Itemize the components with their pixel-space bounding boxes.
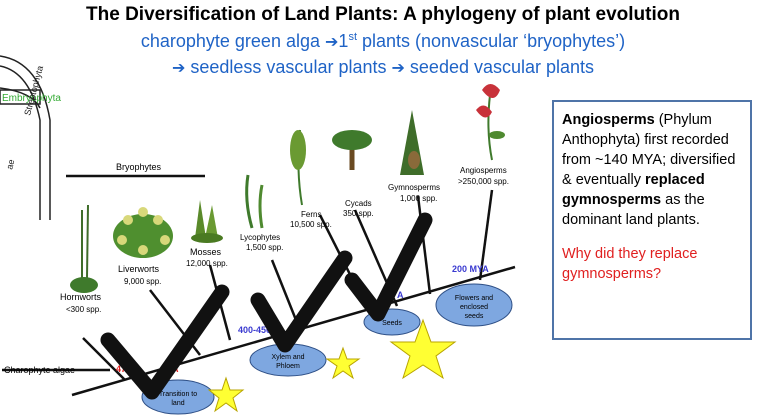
gymnosperms-spp: 1,000 spp. [400,194,437,203]
mosses-label: Mosses [190,247,222,257]
subtitle-line-2: ➔ seedless vascular plants ➔ seeded vasc… [0,57,766,78]
checkmark-icon [100,284,230,400]
ferns-label: Ferns [301,210,321,219]
subtitle-first: 1 [338,31,349,51]
info-question: Why did they replace gymnosperms? [562,246,698,282]
angiosperms-label: Angiosperms [460,166,507,175]
liverwort-icon [113,207,173,258]
age-400-label: 400-450 [238,325,271,335]
checkmark-icon [344,212,433,322]
seeds-label: Seeds [382,320,402,327]
star-icon [325,346,361,380]
arrow-right-icon: ➔ [325,34,339,51]
lycophyte-icon [245,174,264,229]
cycads-label: Cycads [345,199,372,208]
page-title: The Diversification of Land Plants: A ph… [86,4,680,25]
hornworts-spp: <300 spp. [66,305,101,314]
angiosperms-spp: >250,000 spp. [458,177,509,186]
mosses-spp: 12,000 spp. [186,259,228,268]
subtitle-nonvascular: plants (nonvascular ‘bryophytes’) [357,31,626,51]
flowers-line-1: Flowers and [455,295,493,302]
charophyte-label: Charophyte algae [4,365,75,375]
age-seeds-label: A [397,290,404,300]
subtitle-charophyte: charophyte green alga [140,31,320,51]
info-line-rest: (Phylum Anthophyta) first recorded from … [562,112,736,188]
gymnosperms-label: Gymnosperms [388,183,440,192]
cycads-spp: 350 spp. [343,209,374,218]
arrow-right-icon: ➔ [391,60,405,77]
moss-icon [191,200,223,243]
ferns-spp: 10,500 spp. [290,220,332,229]
gymnosperm-icon [400,110,424,175]
hornwort-icon [70,204,98,293]
xylem-line-1: Xylem and [271,354,304,361]
xylem-line-2: Phloem [276,363,300,370]
cycad-icon [332,130,372,170]
angiosperm-info-box: Angiosperms (Phylum Anthophyta) first re… [552,100,752,340]
age-200-label: 200 MYA [452,264,489,274]
hornworts-label: Hornworts [60,292,102,302]
info-paragraph: Angiosperms (Phylum Anthophyta) first re… [562,110,742,230]
fern-icon [290,129,306,206]
info-replaced: replaced gymnosperms [562,172,705,208]
transition-line-1: Transition to [159,391,197,398]
subtitle-seedless: seedless vascular plants [190,57,387,77]
transition-line-2: land [171,400,184,407]
info-line-end: as the dominant land plants. [562,192,705,228]
star-icon [389,318,457,380]
liverworts-spp: 9,000 spp. [124,277,161,286]
subtitle-first-sup: st [348,31,357,43]
lycophytes-spp: 1,500 spp. [246,243,283,252]
subtitle-seeded: seeded vascular plants [409,57,595,77]
partial-label: ae [4,158,16,170]
flowers-line-2: enclosed [460,304,488,311]
event-flowers: Flowers and enclosed seeds [435,283,513,327]
info-angiosperms: Angiosperms [562,112,655,128]
subtitle-line-1: charophyte green alga ➔1st plants (nonva… [0,31,766,52]
side-clade-arcs [0,55,51,220]
arrow-right-icon: ➔ [171,60,186,77]
flowers-line-3: seeds [465,313,484,320]
angiosperm-icon [476,84,505,161]
embryophyta-label: Embryophyta [2,93,61,104]
checkmark-icon [250,250,353,353]
lycophytes-label: Lycophytes [240,233,280,242]
star-icon [207,376,245,413]
liverworts-label: Liverworts [118,264,160,274]
bryophytes-label: Bryophytes [116,162,162,172]
